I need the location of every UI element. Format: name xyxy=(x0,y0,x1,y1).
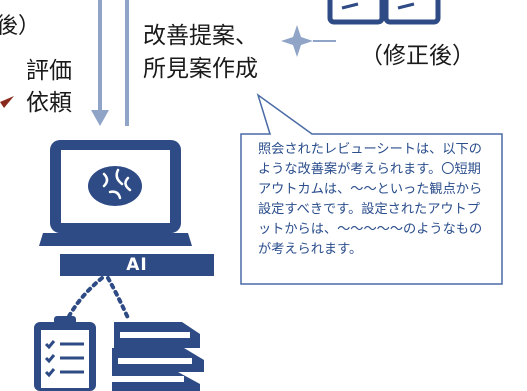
callout-text: 照会されたレビューシートは、以下のような改善案が考えられます。〇短期アウトカムは… xyxy=(258,142,483,257)
sparkle-icon xyxy=(281,25,313,57)
clipboard-checklist-icon xyxy=(34,316,96,391)
request-evaluation-label: 評価 依頼 xyxy=(26,58,72,116)
incoming-arrow xyxy=(0,96,14,108)
improvement-proposal-label: 改善提案、 所見案作成 xyxy=(143,23,258,82)
after-revision-label: （修正後） xyxy=(360,43,475,69)
ai-bar xyxy=(60,254,214,276)
ai-label: AI xyxy=(126,255,148,275)
books-icon xyxy=(112,322,204,391)
connector-to-books xyxy=(106,276,130,320)
ai-response-callout xyxy=(240,93,503,285)
brain-icon xyxy=(88,166,142,206)
after-label-fragment: 後） xyxy=(0,14,41,39)
revised-document-icons xyxy=(327,0,441,25)
request-arrow-head xyxy=(91,110,109,126)
connector-to-clipboard xyxy=(66,276,104,320)
